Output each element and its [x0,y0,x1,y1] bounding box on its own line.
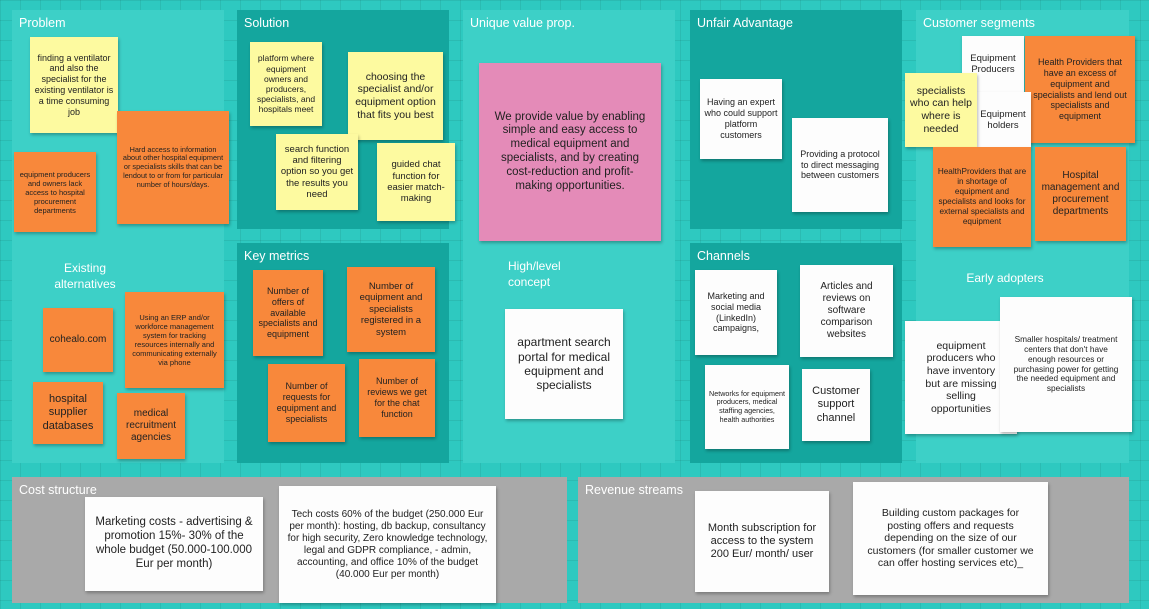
sticky-note[interactable]: Hard access to information about other h… [117,111,229,224]
sticky-note[interactable]: Month subscription for access to the sys… [695,491,829,592]
sticky-note[interactable]: Hospital management and procurement depa… [1035,147,1126,241]
channels-title: Channels [697,249,750,263]
sticky-note[interactable]: specialists who can help where is needed [905,73,977,147]
sticky-note[interactable]: Health Providers that have an excess of … [1025,36,1135,143]
high-level-concept-label: High/level concept [508,259,561,290]
sticky-note[interactable]: Equipment holders [975,92,1031,148]
sticky-note[interactable]: Number of requests for equipment and spe… [268,364,345,442]
sticky-note[interactable]: medical recruitment agencies [117,393,185,459]
unfair-advantage-title: Unfair Advantage [697,16,793,30]
sticky-note[interactable]: Number of equipment and specialists regi… [347,267,435,352]
sticky-note[interactable]: cohealo.com [43,308,113,372]
sticky-note[interactable]: hospital supplier databases [33,382,103,444]
sticky-note[interactable]: Providing a protocol to direct messaging… [792,118,888,212]
sticky-note[interactable]: Building custom packages for posting off… [853,482,1048,595]
unique-value-title: Unique value prop. [470,16,575,30]
sticky-note[interactable]: We provide value by enabling simple and … [479,63,661,241]
solution-title: Solution [244,16,290,30]
sticky-note[interactable]: Tech costs 60% of the budget (250.000 Eu… [279,486,496,603]
early-adopters-label: Early adopters [966,271,1044,285]
sticky-note[interactable]: apartment search portal for medical equi… [505,309,623,419]
sticky-note[interactable]: HealthProviders that are in shortage of … [933,147,1031,247]
sticky-note[interactable]: choosing the specialist and/or equipment… [348,52,443,140]
sticky-note[interactable]: guided chat function for easier match-ma… [377,143,455,221]
sticky-note[interactable]: Number of offers of available specialist… [253,270,323,356]
sticky-note[interactable]: finding a ventilator and also the specia… [30,37,118,133]
sticky-note[interactable]: Customer support channel [802,369,870,441]
sticky-note[interactable]: Number of reviews we get for the chat fu… [359,359,435,437]
sticky-note[interactable]: Using an ERP and/or workforce management… [125,292,224,388]
sticky-note[interactable]: platform where equipment owners and prod… [250,42,322,126]
sticky-note[interactable]: Smaller hospitals/ treatment centers tha… [1000,297,1132,432]
sticky-note[interactable]: search function and filtering option so … [276,134,358,210]
sticky-note[interactable]: Marketing and social media (LinkedIn) ca… [695,270,777,355]
problem-title: Problem [19,16,66,30]
customer-segments-title: Customer segments [923,16,1035,30]
sticky-note[interactable]: equipment producers and owners lack acce… [14,152,96,232]
sticky-note[interactable]: equipment producers who have inventory b… [905,321,1017,434]
revenue-streams-title: Revenue streams [585,483,683,497]
sticky-note[interactable]: Articles and reviews on software compari… [800,265,893,357]
existing-alternatives-label: Existing alternatives [54,261,116,292]
sticky-note[interactable]: Marketing costs - advertising & promotio… [85,497,263,591]
key-metrics-title: Key metrics [244,249,310,263]
sticky-note[interactable]: Networks for equipment producers, medica… [705,365,789,449]
cost-structure-title: Cost structure [19,483,97,497]
sticky-note[interactable]: Having an expert who could support platf… [700,79,782,159]
